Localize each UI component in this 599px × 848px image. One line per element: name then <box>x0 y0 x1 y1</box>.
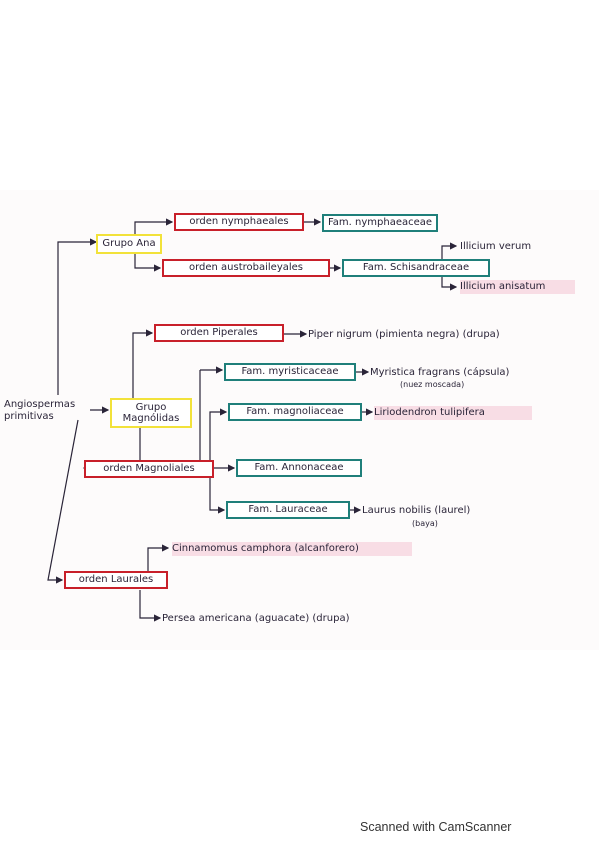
text-illicium-anisatum: Illicium anisatum <box>460 280 575 294</box>
edge-schis-verum <box>441 242 458 260</box>
edge-root-laurales <box>47 419 79 584</box>
text-illicium-verum: Illicium verum <box>460 241 532 252</box>
text-piper-nigrum: Piper nigrum (pimienta negra) (drupa) <box>308 329 500 340</box>
edge-laurales-cinnamomum <box>147 544 170 572</box>
node-fam-lauraceae: Fam. Lauraceae <box>226 501 350 519</box>
node-angiospermas-primitivas: Angiospermas primitivas <box>4 399 76 422</box>
text-myristica-fragrans: Myristica fragrans (cápsula) <box>370 366 510 378</box>
edge-root-grupo-ana <box>57 238 98 395</box>
text-baya: (baya) <box>412 518 438 528</box>
edge-magnolidas-piperales <box>132 329 154 398</box>
edge-magnoliales-lauraceae <box>209 476 226 514</box>
text-nuez-moscada: (nuez moscada) <box>400 379 465 389</box>
node-orden-nymphaeales: orden nymphaeales <box>174 213 304 231</box>
node-orden-austrobaileyales: orden austrobaileyales <box>162 259 330 277</box>
node-fam-magnoliaceae: Fam. magnoliaceae <box>228 403 362 421</box>
edge-laurales-persea <box>139 590 162 622</box>
node-grupo-magnolidas: Grupo Magnólidas <box>110 398 192 428</box>
edge-magnoliales-magnoliaceae <box>209 408 228 462</box>
node-orden-laurales: orden Laurales <box>64 571 168 589</box>
node-grupo-ana: Grupo Ana <box>96 234 162 254</box>
node-fam-schisandraceae: Fam. Schisandraceae <box>342 259 490 277</box>
text-persea: Persea americana (aguacate) (drupa) <box>162 613 350 624</box>
text-laurus-nobilis: Laurus nobilis (laurel) <box>362 505 471 516</box>
node-fam-nymphaeaceae: Fam. nymphaeaceae <box>322 214 438 232</box>
edge-schis-anisatum <box>441 276 458 291</box>
node-fam-annonaceae: Fam. Annonaceae <box>236 459 362 477</box>
text-liriodendron: Liriodendron tulipifera <box>374 406 532 420</box>
node-fam-myristicaceae: Fam. myristicaceae <box>224 363 356 381</box>
node-orden-magnoliales: orden Magnoliales <box>84 460 214 478</box>
node-orden-piperales: orden Piperales <box>154 324 284 342</box>
scanner-watermark: Scanned with CamScanner <box>360 820 512 834</box>
text-cinnamomum: Cinnamomus camphora (alcanforero) <box>172 542 412 556</box>
